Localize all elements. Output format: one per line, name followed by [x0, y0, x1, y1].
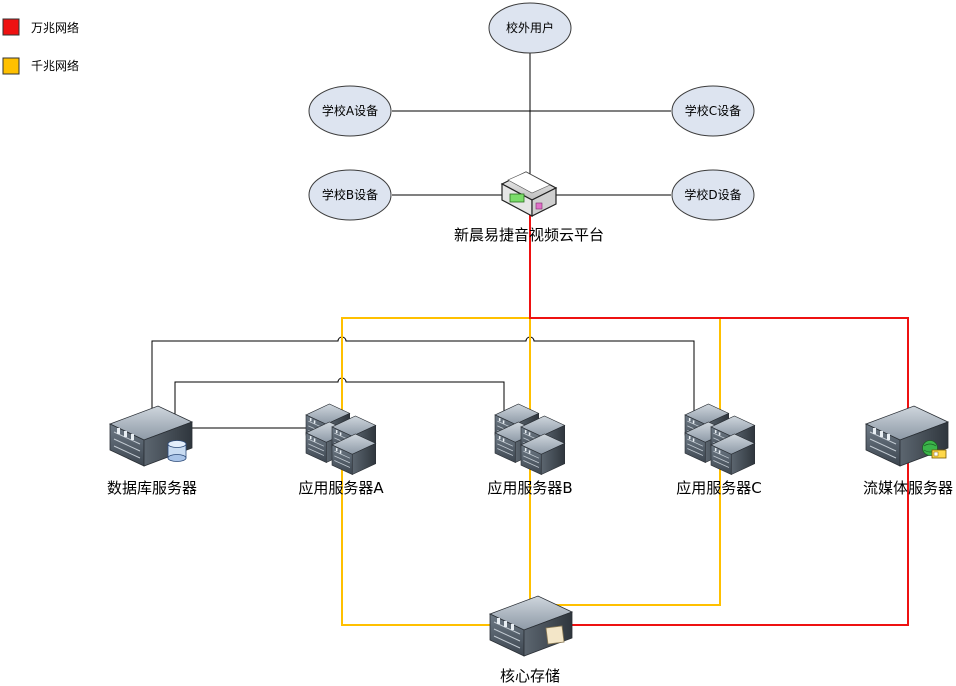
database-server-label: 数据库服务器: [107, 479, 197, 497]
endpoint-label: 学校B设备: [322, 187, 378, 202]
gig-links: [341, 317, 721, 626]
app-server-a-node[interactable]: 应用服务器A: [298, 404, 384, 497]
legend-label-ten-gig: 万兆网络: [31, 20, 79, 35]
endpoint-label: 校外用户: [506, 20, 554, 35]
database-server-icon: [109, 405, 193, 467]
app-server-b-node[interactable]: 应用服务器B: [487, 404, 573, 497]
legend-label-gig: 千兆网络: [31, 58, 79, 73]
server-stack-icon-b: [495, 404, 565, 475]
server-stack-icon-c: [685, 404, 755, 475]
app-server-c-label: 应用服务器C: [676, 479, 761, 497]
streaming-server-label: 流媒体服务器: [863, 479, 953, 497]
endpoint-school-d[interactable]: 学校D设备: [671, 169, 755, 221]
streaming-server-node[interactable]: 流媒体服务器: [863, 405, 953, 497]
lan-links-servers: [151, 336, 695, 429]
endpoint-school-a[interactable]: 学校A设备: [308, 85, 392, 137]
platform-label: 新晨易捷音视频云平台: [454, 226, 604, 244]
app-server-a-label: 应用服务器A: [298, 479, 384, 497]
endpoint-label: 学校D设备: [684, 187, 741, 202]
database-cylinder-icon: [167, 440, 187, 462]
storage-server-icon: [489, 595, 573, 657]
storage-node[interactable]: 核心存储: [489, 595, 573, 685]
endpoint-external-user[interactable]: 校外用户: [488, 2, 572, 54]
database-server-node[interactable]: 数据库服务器: [107, 405, 197, 497]
endpoint-label: 学校A设备: [322, 103, 378, 118]
router-icon: [500, 171, 558, 217]
endpoint-label: 学校C设备: [685, 103, 741, 118]
app-server-b-label: 应用服务器B: [487, 479, 572, 497]
gig-app-a-storage: [341, 418, 496, 626]
media-globe-icon: [922, 440, 947, 459]
app-server-c-node[interactable]: 应用服务器C: [676, 404, 762, 497]
server-stack-icon-a: [306, 404, 376, 475]
endpoint-school-c[interactable]: 学校C设备: [671, 85, 755, 137]
legend-swatch-gig: [2, 57, 20, 75]
lan-bus-upper: [151, 336, 695, 415]
document-icon: [545, 625, 565, 645]
endpoint-school-b[interactable]: 学校B设备: [308, 169, 392, 221]
legend-swatch-ten-gig: [2, 18, 20, 36]
media-server-icon: [865, 405, 949, 467]
legend: 万兆网络 千兆网络: [2, 18, 79, 75]
platform-node[interactable]: 新晨易捷音视频云平台: [454, 171, 604, 244]
storage-label: 核心存储: [500, 667, 560, 685]
ten-gig-platform-streaming-storage: [529, 205, 909, 626]
ten-gig-links: [529, 205, 909, 626]
